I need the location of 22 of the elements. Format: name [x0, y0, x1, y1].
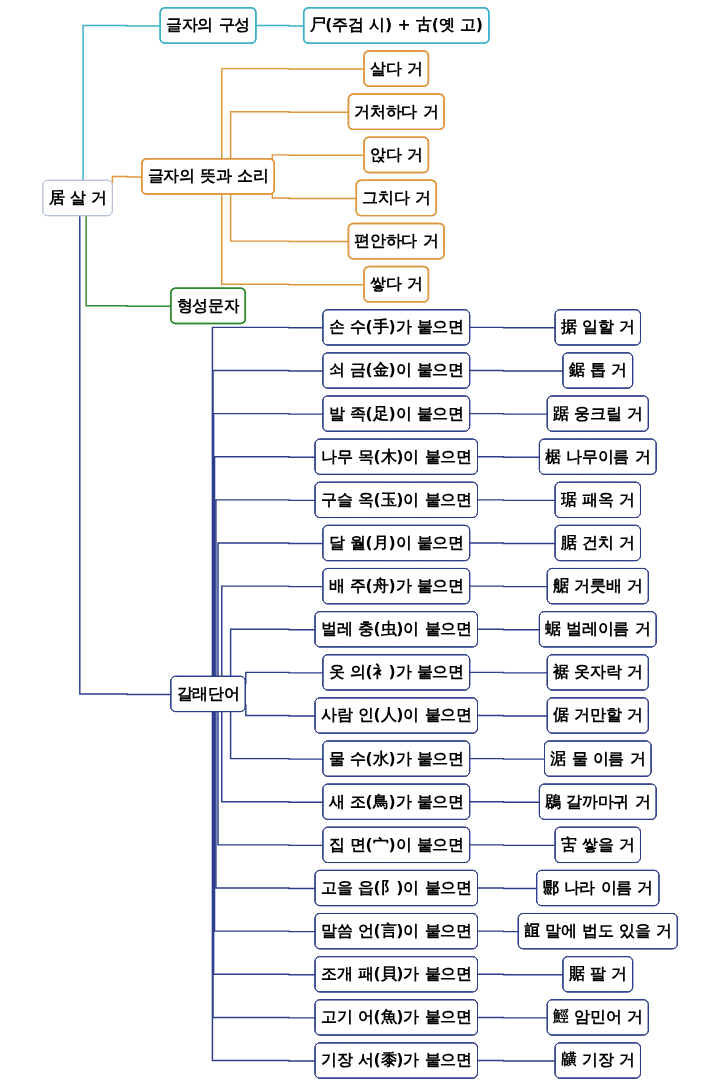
connector — [469, 801, 541, 803]
connector — [469, 585, 549, 588]
connector — [215, 711, 317, 890]
connector — [477, 1016, 549, 1019]
connector — [477, 887, 538, 890]
connector — [229, 628, 317, 678]
connector — [213, 711, 317, 933]
connector — [469, 844, 557, 847]
connector — [477, 499, 557, 502]
connector — [469, 326, 557, 329]
connector — [477, 714, 549, 717]
connector — [469, 412, 549, 415]
connector — [477, 1059, 557, 1062]
connector — [477, 628, 541, 631]
connector — [79, 215, 172, 696]
connector — [213, 456, 317, 678]
connector — [469, 542, 557, 545]
connector — [215, 499, 317, 678]
connector — [469, 671, 549, 674]
connector — [477, 930, 520, 933]
connector — [477, 456, 541, 458]
connector — [469, 757, 546, 760]
